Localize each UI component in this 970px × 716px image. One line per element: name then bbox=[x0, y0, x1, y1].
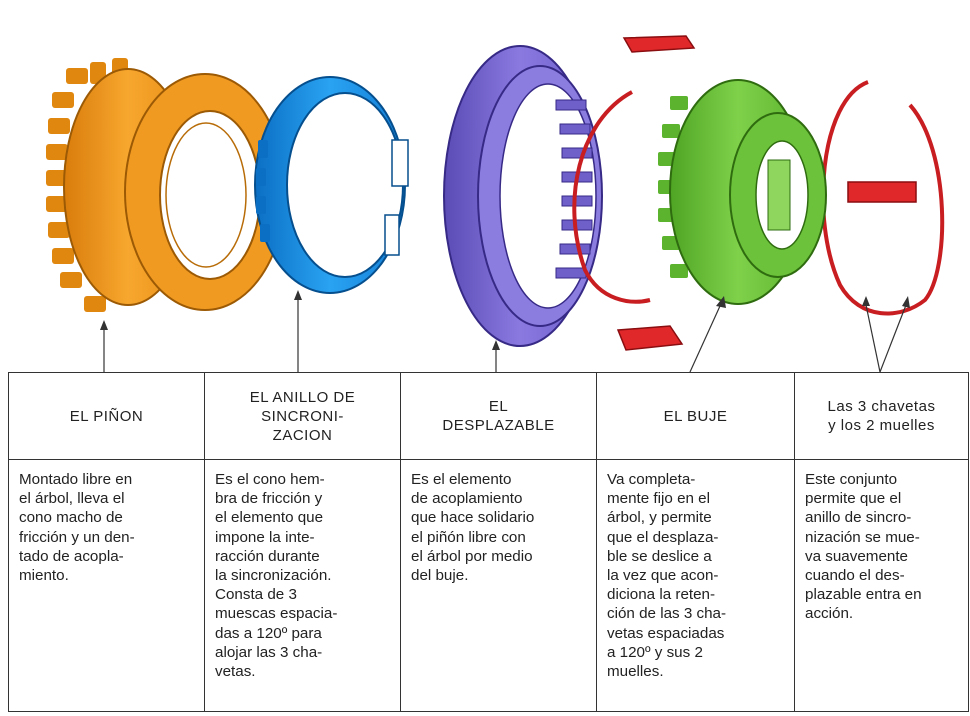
desplazable-sleeve-icon bbox=[443, 45, 603, 347]
pinon-gear-icon bbox=[46, 58, 286, 312]
header-anillo: EL ANILLO DE SINCRONI- ZACION bbox=[204, 372, 401, 460]
header-pinon: EL PIÑON bbox=[8, 372, 205, 460]
header-buje: EL BUJE bbox=[596, 372, 795, 460]
chaveta-icon bbox=[616, 35, 917, 351]
exploded-view-illustration bbox=[46, 35, 945, 372]
parts-table: EL PIÑON EL ANILLO DE SINCRONI- ZACION E… bbox=[8, 372, 969, 712]
description-pinon: Montado libre en el árbol, lleva el cono… bbox=[8, 459, 205, 712]
header-row: EL PIÑON EL ANILLO DE SINCRONI- ZACION E… bbox=[8, 372, 969, 460]
description-anillo: Es el cono hem- bra de fricción y el ele… bbox=[204, 459, 401, 712]
description-buje: Va completa- mente fijo en el árbol, y p… bbox=[596, 459, 795, 712]
description-desplazable: Es el elemento de acoplamiento que hace … bbox=[400, 459, 597, 712]
muelles-chavetas-icon bbox=[572, 80, 945, 316]
header-chavetas: Las 3 chavetas y los 2 muelles bbox=[794, 372, 969, 460]
anillo-sincronizacion-icon bbox=[254, 76, 409, 294]
pointer-lines bbox=[103, 300, 907, 372]
header-desplazable: EL DESPLAZABLE bbox=[400, 372, 597, 460]
description-chavetas: Este conjunto permite que el anillo de s… bbox=[794, 459, 969, 712]
buje-hub-icon bbox=[658, 79, 827, 305]
description-row: Montado libre en el árbol, lleva el cono… bbox=[8, 459, 969, 712]
